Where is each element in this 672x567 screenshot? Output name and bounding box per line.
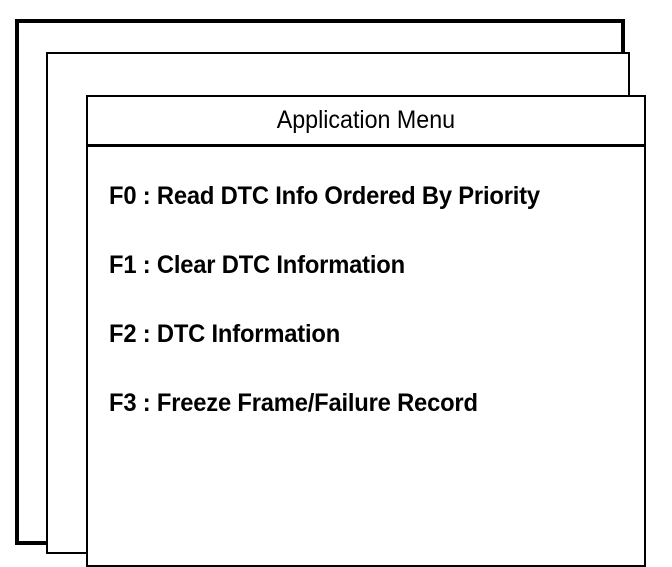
menu-item-label: F3 : Freeze Frame/Failure Record	[109, 389, 478, 417]
window-middle-bezel: Application Menu F0 : Read DTC Info Orde…	[46, 52, 646, 567]
application-menu-panel: Application Menu F0 : Read DTC Info Orde…	[86, 95, 646, 567]
menu-item-label: F1 : Clear DTC Information	[109, 251, 405, 279]
menu-item-f2[interactable]: F2 : DTC Information	[109, 300, 644, 369]
menu-item-label: F2 : DTC Information	[109, 320, 341, 348]
menu-item-f3[interactable]: F3 : Freeze Frame/Failure Record	[109, 369, 644, 438]
panel-titlebar: Application Menu	[88, 97, 644, 147]
menu-item-f0[interactable]: F0 : Read DTC Info Ordered By Priority	[109, 162, 644, 231]
menu-item-f1[interactable]: F1 : Clear DTC Information	[109, 231, 644, 300]
menu-list: F0 : Read DTC Info Ordered By Priority F…	[109, 162, 644, 438]
page-title: Application Menu	[276, 106, 456, 134]
panel-body: F0 : Read DTC Info Ordered By Priority F…	[88, 147, 644, 565]
window-outer-bezel: Application Menu F0 : Read DTC Info Orde…	[15, 19, 646, 567]
menu-item-label: F0 : Read DTC Info Ordered By Priority	[109, 182, 540, 210]
